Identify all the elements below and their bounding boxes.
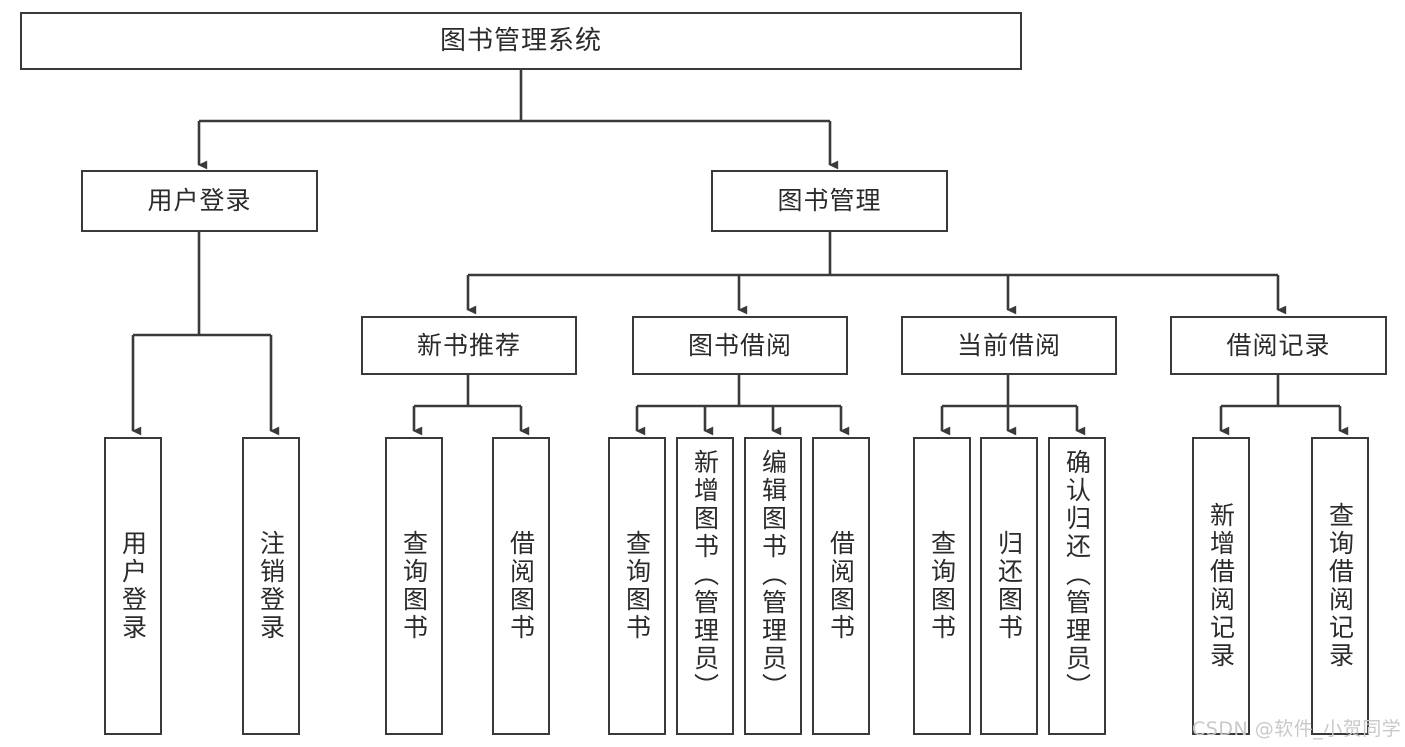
leaf-query-book-3[interactable]: 查询图书 bbox=[913, 437, 971, 735]
leaf-confirm-return[interactable]: 确认归还（管理员） bbox=[1048, 437, 1106, 735]
leaf-edit-book[interactable]: 编辑图书（管理员） bbox=[744, 437, 802, 735]
leaf-confirm-return-label: 确认归还（管理员） bbox=[1062, 449, 1092, 701]
leaf-add-book[interactable]: 新增图书（管理员） bbox=[676, 437, 734, 735]
leaf-query-book-1-label: 查询图书 bbox=[399, 530, 429, 642]
node-current-borrow-label: 当前借阅 bbox=[956, 330, 1061, 360]
watermark-text: CSDN @软件_小贺同学 bbox=[1192, 718, 1402, 740]
leaf-return-book[interactable]: 归还图书 bbox=[980, 437, 1038, 735]
leaf-query-book-2-label: 查询图书 bbox=[622, 530, 652, 642]
leaf-edit-book-label: 编辑图书（管理员） bbox=[758, 449, 788, 701]
leaf-user-logout[interactable]: 注销登录 bbox=[242, 437, 300, 735]
leaf-borrow-book-2[interactable]: 借阅图书 bbox=[812, 437, 870, 735]
node-user-login[interactable]: 用户登录 bbox=[81, 170, 318, 232]
leaf-borrow-book-1[interactable]: 借阅图书 bbox=[492, 437, 550, 735]
leaf-user-logout-label: 注销登录 bbox=[256, 530, 286, 642]
leaf-add-record-label: 新增借阅记录 bbox=[1206, 502, 1236, 670]
leaf-user-login-label: 用户登录 bbox=[118, 530, 148, 642]
node-new-book-recommend-label: 新书推荐 bbox=[416, 330, 521, 360]
leaf-borrow-book-1-label: 借阅图书 bbox=[506, 530, 536, 642]
leaf-return-book-label: 归还图书 bbox=[994, 530, 1024, 642]
node-book-borrow-label: 图书借阅 bbox=[687, 330, 792, 360]
leaf-query-book-3-label: 查询图书 bbox=[927, 530, 957, 642]
leaf-user-login[interactable]: 用户登录 bbox=[104, 437, 162, 735]
leaf-add-record[interactable]: 新增借阅记录 bbox=[1192, 437, 1250, 735]
node-user-login-label: 用户登录 bbox=[147, 186, 252, 216]
node-book-borrow[interactable]: 图书借阅 bbox=[632, 316, 848, 375]
leaf-query-book-2[interactable]: 查询图书 bbox=[608, 437, 666, 735]
leaf-query-record[interactable]: 查询借阅记录 bbox=[1311, 437, 1369, 735]
node-borrow-record[interactable]: 借阅记录 bbox=[1170, 316, 1387, 375]
node-current-borrow[interactable]: 当前借阅 bbox=[901, 316, 1117, 375]
leaf-query-book-1[interactable]: 查询图书 bbox=[385, 437, 443, 735]
node-book-manage-label: 图书管理 bbox=[777, 186, 882, 216]
node-root-label: 图书管理系统 bbox=[439, 25, 602, 56]
leaf-add-book-label: 新增图书（管理员） bbox=[690, 449, 720, 701]
leaf-query-record-label: 查询借阅记录 bbox=[1325, 502, 1355, 670]
node-book-manage[interactable]: 图书管理 bbox=[711, 170, 948, 232]
node-root[interactable]: 图书管理系统 bbox=[20, 12, 1022, 70]
leaf-borrow-book-2-label: 借阅图书 bbox=[826, 530, 856, 642]
node-new-book-recommend[interactable]: 新书推荐 bbox=[361, 316, 577, 375]
node-borrow-record-label: 借阅记录 bbox=[1226, 330, 1331, 360]
